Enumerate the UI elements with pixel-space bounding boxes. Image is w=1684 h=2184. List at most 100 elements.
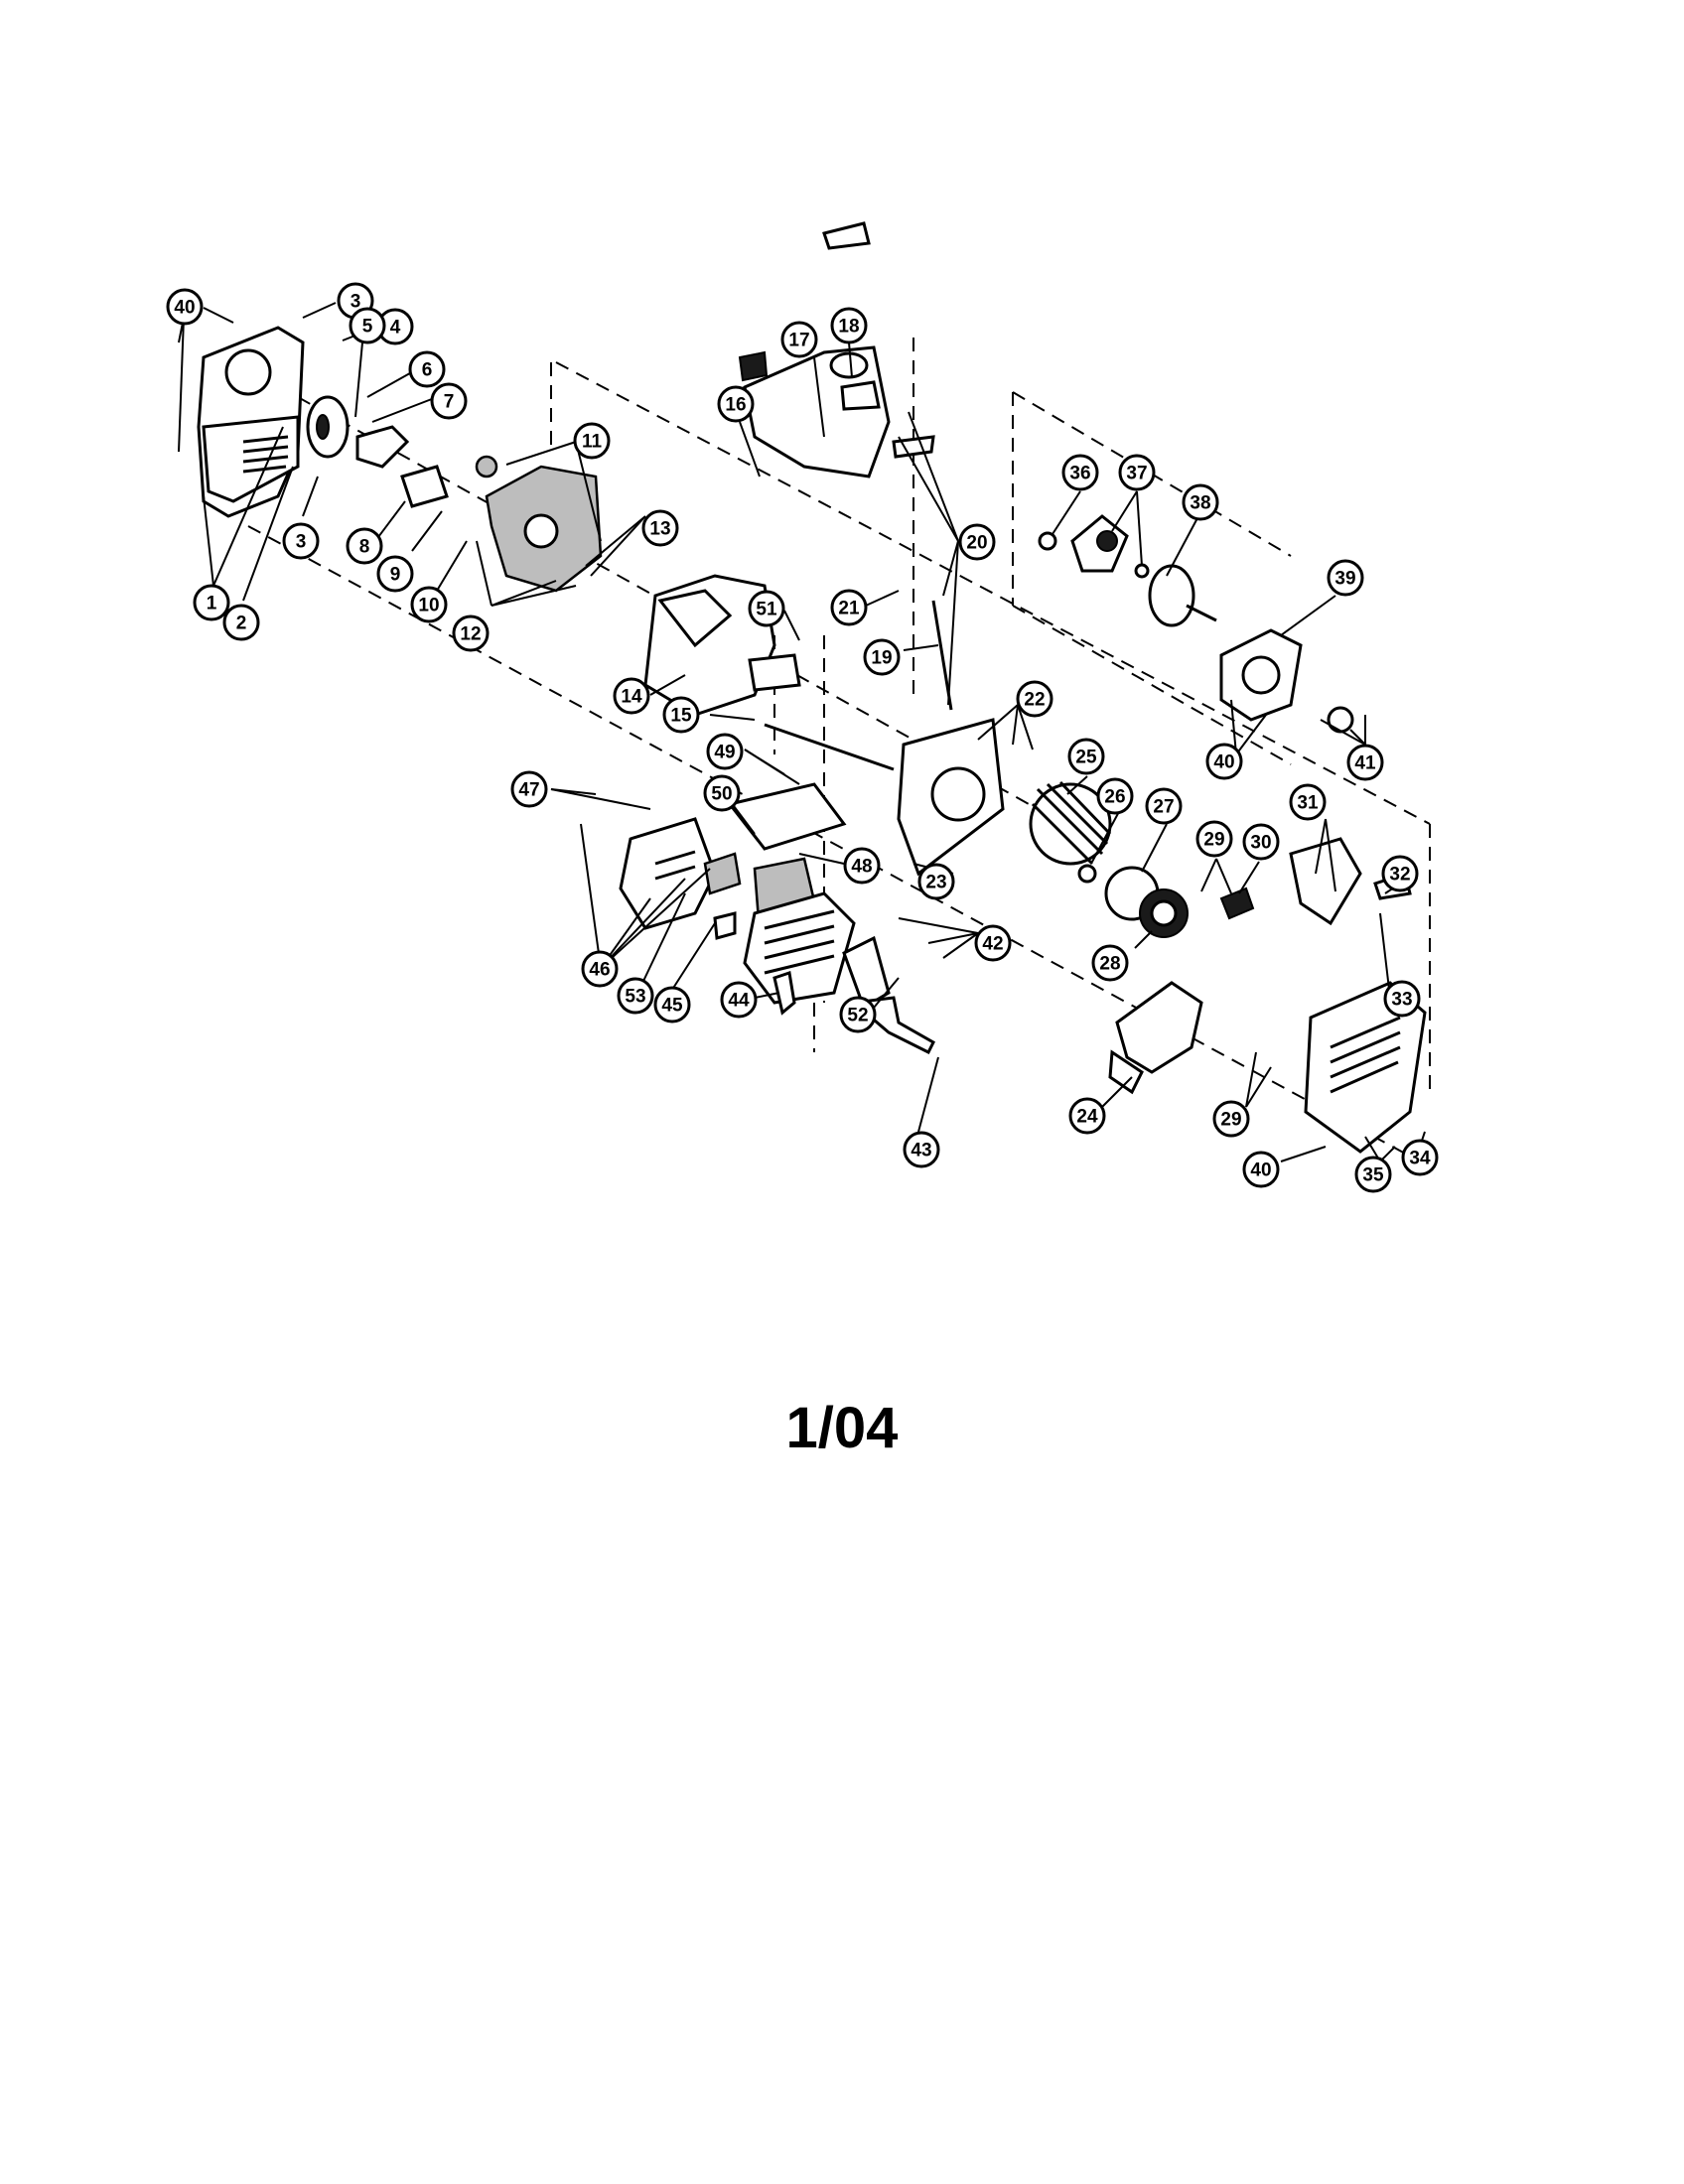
callout-40: 40: [1242, 1151, 1280, 1188]
callout-40: 40: [166, 288, 204, 326]
callout-41: 41: [1346, 744, 1384, 781]
callout-bubble: [748, 590, 785, 627]
callout-number: 10: [418, 596, 439, 616]
fuel-tank-assembly: [738, 221, 953, 711]
callout-bubble: [282, 522, 320, 560]
callout-bubble: [780, 321, 818, 358]
clutch-and-drum-assembly: [1038, 514, 1354, 734]
callout-25: 25: [1067, 738, 1105, 775]
callout-bubble: [1145, 787, 1183, 825]
callout-number: 28: [1099, 954, 1120, 975]
callout-number: 43: [911, 1141, 931, 1161]
callout-number: 34: [1409, 1149, 1431, 1169]
callout-number: 4: [390, 318, 401, 339]
callout-number: 49: [714, 743, 735, 763]
callout-53: 53: [617, 977, 654, 1015]
callout-bubble: [706, 733, 744, 770]
callout-number: 50: [711, 784, 732, 805]
callout-7: 7: [430, 382, 468, 420]
callout-bubble: [1242, 1151, 1280, 1188]
callout-bubble: [376, 555, 414, 593]
callout-number: 19: [871, 648, 892, 669]
callout-bubble: [1205, 743, 1243, 780]
callout-13: 13: [641, 509, 679, 547]
callout-number: 29: [1203, 830, 1224, 851]
callout-bubble: [863, 638, 901, 676]
callout-46: 46: [581, 950, 619, 988]
callout-47: 47: [510, 770, 548, 808]
callout-bubble: [843, 847, 881, 885]
callout-number: 44: [728, 991, 750, 1012]
callout-bubble: [903, 1131, 940, 1168]
callout-40: 40: [1205, 743, 1243, 780]
callout-37: 37: [1118, 454, 1156, 491]
callout-30: 30: [1242, 823, 1280, 861]
callout-bubble: [1354, 1156, 1392, 1193]
callout-bubble: [1061, 454, 1099, 491]
callout-51: 51: [748, 590, 785, 627]
callout-16: 16: [717, 385, 755, 423]
callout-bubble: [1381, 855, 1419, 892]
callout-21: 21: [830, 589, 868, 626]
callout-bubble: [830, 589, 868, 626]
callout-number: 46: [589, 960, 610, 981]
callout-number: 25: [1075, 748, 1097, 768]
callout-14: 14: [613, 677, 650, 715]
callout-bubble: [1091, 944, 1129, 982]
callout-bubble: [974, 924, 1012, 962]
callout-36: 36: [1061, 454, 1099, 491]
callout-number: 36: [1069, 464, 1090, 484]
callout-bubble: [346, 527, 383, 565]
callout-bubble: [1068, 1097, 1106, 1135]
callout-6: 6: [408, 350, 446, 388]
callout-number: 35: [1362, 1165, 1384, 1186]
callout-number: 33: [1391, 990, 1412, 1011]
callout-number: 5: [362, 317, 373, 338]
callout-bubble: [839, 996, 877, 1033]
callout-number: 11: [582, 432, 603, 453]
callout-number: 45: [661, 996, 683, 1017]
callout-number: 40: [1250, 1160, 1271, 1181]
callout-bubble: [1182, 483, 1219, 521]
callout-number: 20: [966, 533, 987, 554]
callout-bubble: [958, 523, 996, 561]
callout-number: 47: [518, 780, 539, 801]
callout-bubble: [917, 863, 955, 900]
callout-number: 29: [1220, 1110, 1241, 1131]
callout-24: 24: [1068, 1097, 1106, 1135]
callout-number: 8: [359, 537, 370, 558]
callout-28: 28: [1091, 944, 1129, 982]
callout-number: 3: [351, 292, 361, 313]
callout-bubble: [1383, 980, 1421, 1018]
callout-50: 50: [703, 774, 741, 812]
callout-number: 38: [1190, 493, 1210, 514]
callout-number: 37: [1126, 464, 1147, 484]
callout-35: 35: [1354, 1156, 1392, 1193]
callout-bubble: [1289, 783, 1327, 821]
carburetor-assembly: [355, 425, 603, 593]
ignition-flywheel-assembly: [897, 718, 1255, 938]
callout-bubble: [452, 614, 490, 652]
callout-bubble: [166, 288, 204, 326]
callout-number: 39: [1334, 569, 1355, 590]
callout-5: 5: [349, 307, 386, 344]
callout-number: 9: [390, 565, 401, 586]
callout-27: 27: [1145, 787, 1183, 825]
callout-number: 2: [236, 614, 247, 634]
air-filter-cover-assembly: [197, 326, 350, 518]
callout-9: 9: [376, 555, 414, 593]
callout-bubble: [510, 770, 548, 808]
callout-number: 53: [625, 987, 645, 1008]
callout-bubble: [222, 604, 260, 641]
callout-number: 14: [621, 687, 642, 708]
callout-18: 18: [830, 307, 868, 344]
callout-number: 32: [1389, 865, 1410, 886]
callout-bubble: [717, 385, 755, 423]
callout-10: 10: [410, 586, 448, 623]
callout-number: 23: [925, 873, 946, 893]
callout-number: 48: [851, 857, 872, 878]
callout-bubble: [830, 307, 868, 344]
callout-bubble: [573, 422, 611, 460]
callout-number: 21: [838, 599, 860, 619]
